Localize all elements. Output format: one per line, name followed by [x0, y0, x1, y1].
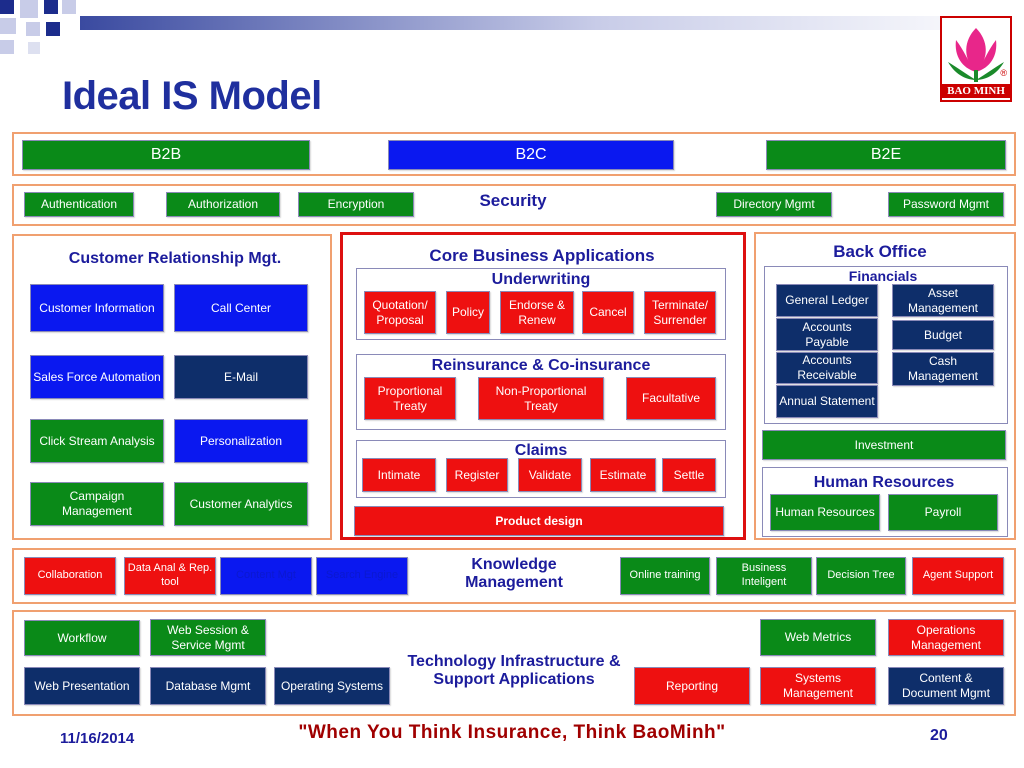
accounts-receivable-box: Accounts Receivable	[776, 352, 878, 384]
non-proportional-treaty-box: Non-Proportional Treaty	[478, 377, 604, 420]
workflow-box: Workflow	[24, 620, 140, 656]
intimate-box: Intimate	[362, 458, 436, 492]
logo-name: BAO MINH	[942, 84, 1010, 98]
operating-systems-box: Operating Systems	[274, 667, 390, 705]
core-business-title: Core Business Applications	[429, 246, 655, 265]
personalization-box: Personalization	[174, 419, 308, 463]
content-document-mgmt-box: Content & Document Mgmt	[888, 667, 1004, 705]
product-design-box: Product design	[354, 506, 724, 536]
password-mgmt-box: Password Mgmt	[888, 192, 1004, 217]
knowledge-title: Knowledge Management	[465, 556, 563, 592]
facultative-box: Facultative	[626, 377, 716, 420]
accounts-payable-box: Accounts Payable	[776, 318, 878, 351]
business-inteligent-box: Business Inteligent	[716, 557, 812, 595]
operations-management-box: Operations Management	[888, 619, 1004, 656]
search-engine-box: Search Engine	[316, 557, 408, 595]
investment-box: Investment	[762, 430, 1006, 460]
security-title: Security	[479, 191, 547, 210]
web-presentation-box: Web Presentation	[24, 667, 140, 705]
call-center-box: Call Center	[174, 284, 308, 332]
human-resources-box: Human Resources	[770, 494, 880, 531]
slide-title: Ideal IS Model	[62, 74, 322, 118]
terminate-surrender-box: Terminate/ Surrender	[644, 291, 716, 334]
collaboration-box: Collaboration	[24, 557, 116, 595]
data-analysis-box: Data Anal & Rep. tool	[124, 557, 216, 595]
cash-management-box: Cash Management	[892, 352, 994, 386]
lotus-icon	[948, 28, 1004, 82]
budget-box: Budget	[892, 320, 994, 350]
endorse-renew-box: Endorse & Renew	[500, 291, 574, 334]
b2e-box: B2E	[766, 140, 1006, 170]
registered-mark: ®	[1000, 68, 1007, 78]
customer-analytics-box: Customer Analytics	[174, 482, 308, 526]
hr-title: Human Resources	[813, 474, 955, 491]
page-number: 20	[930, 727, 948, 744]
crm-title: Customer Relationship Mgt.	[68, 250, 282, 267]
cancel-box: Cancel	[582, 291, 634, 334]
campaign-management-box: Campaign Management	[30, 482, 164, 526]
decision-tree-box: Decision Tree	[816, 557, 906, 595]
back-office-title: Back Office	[833, 242, 927, 261]
tech-title: Technology Infrastructure & Support Appl…	[407, 653, 621, 689]
claims-title: Claims	[514, 442, 568, 459]
general-ledger-box: General Ledger	[776, 284, 878, 317]
agent-support-box: Agent Support	[912, 557, 1004, 595]
systems-management-box: Systems Management	[760, 667, 876, 705]
database-mgmt-box: Database Mgmt	[150, 667, 266, 705]
reinsurance-title: Reinsurance & Co-insurance	[431, 357, 651, 374]
b2c-box: B2C	[388, 140, 674, 170]
sales-force-automation-box: Sales Force Automation	[30, 355, 164, 399]
payroll-box: Payroll	[888, 494, 998, 531]
footer-quote: "When You Think Insurance, Think BaoMinh…	[298, 722, 726, 743]
web-session-box: Web Session & Service Mgmt	[150, 619, 266, 656]
b2b-box: B2B	[22, 140, 310, 170]
web-metrics-box: Web Metrics	[760, 619, 876, 656]
settle-box: Settle	[662, 458, 716, 492]
directory-mgmt-box: Directory Mgmt	[716, 192, 832, 217]
footer-date: 11/16/2014	[60, 730, 135, 747]
proportional-treaty-box: Proportional Treaty	[364, 377, 456, 420]
quotation-proposal-box: Quotation/ Proposal	[364, 291, 436, 334]
asset-management-box: Asset Management	[892, 284, 994, 317]
underwriting-title: Underwriting	[491, 271, 591, 288]
click-stream-analysis-box: Click Stream Analysis	[30, 419, 164, 463]
policy-box: Policy	[446, 291, 490, 334]
validate-box: Validate	[518, 458, 582, 492]
authentication-box: Authentication	[24, 192, 134, 217]
encryption-box: Encryption	[298, 192, 414, 217]
customer-information-box: Customer Information	[30, 284, 164, 332]
reporting-box: Reporting	[634, 667, 750, 705]
content-mgt-box: Content Mgt	[220, 557, 312, 595]
financials-title: Financials	[848, 268, 918, 284]
estimate-box: Estimate	[590, 458, 656, 492]
authorization-box: Authorization	[166, 192, 280, 217]
register-box: Register	[446, 458, 508, 492]
annual-statement-box: Annual Statement	[776, 385, 878, 418]
email-box: E-Mail	[174, 355, 308, 399]
online-training-box: Online training	[620, 557, 710, 595]
bao-minh-logo: ® BAO MINH	[940, 16, 1012, 102]
